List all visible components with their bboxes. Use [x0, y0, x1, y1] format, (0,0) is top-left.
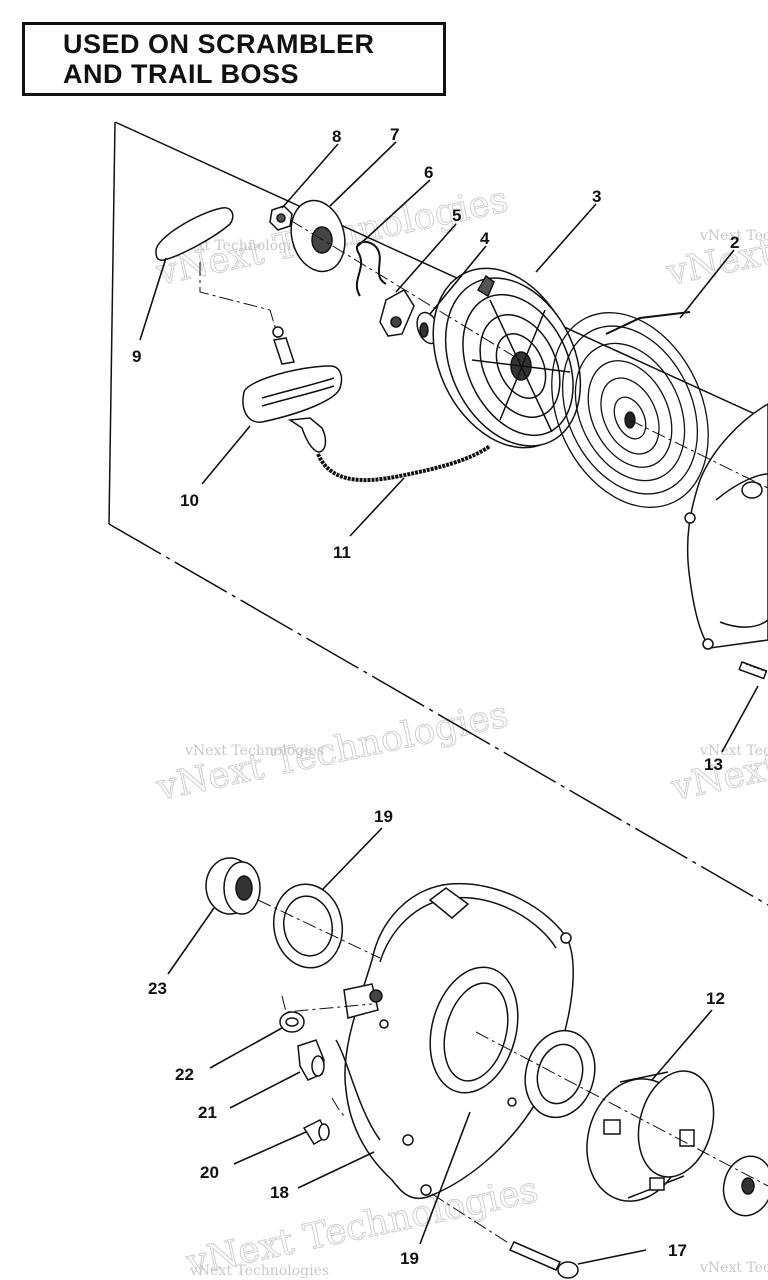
- callout-23: 23: [148, 979, 167, 998]
- callout-19-lower: 19: [400, 1249, 419, 1268]
- oring-part-22: [279, 1011, 305, 1033]
- callout-3: 3: [592, 187, 601, 206]
- pawl-part-5: [379, 288, 415, 337]
- nut-part-8: [269, 205, 293, 231]
- washer-part-edge: [722, 1155, 768, 1217]
- pulley-part-3: [432, 267, 582, 449]
- title-line-2: AND TRAIL BOSS: [63, 59, 300, 89]
- callout-9: 9: [132, 347, 141, 366]
- crankcase-cover-part-18: [335, 882, 574, 1200]
- callout-7: 7: [390, 125, 399, 144]
- callout-5: 5: [452, 206, 461, 225]
- starter-handle-part-10: [242, 326, 343, 453]
- leader-lines: [139, 141, 759, 1265]
- callout-19-upper: 19: [374, 807, 393, 826]
- callout-17: 17: [668, 1241, 687, 1260]
- watermark-small: vNext Technologies: [699, 1260, 768, 1276]
- spring-part-2: [551, 311, 709, 508]
- lower-axis-lines: [257, 899, 768, 1245]
- starter-cup-part-12: [586, 1070, 715, 1202]
- callout-21: 21: [198, 1103, 217, 1122]
- callout-12: 12: [706, 989, 725, 1008]
- callout-2: 2: [730, 233, 739, 252]
- bearing-part-23: [205, 857, 261, 915]
- bolt-part-17: [508, 1241, 579, 1279]
- watermark-small: vNext Technologies: [189, 1263, 329, 1279]
- seal-part-19-upper: [272, 883, 344, 969]
- rope-part-11: [316, 444, 492, 482]
- bolt-part-13: [738, 661, 768, 680]
- dowel-part-20: [302, 1118, 330, 1146]
- panel-frame: [108, 121, 768, 906]
- callout-6: 6: [424, 163, 433, 182]
- callout-10: 10: [180, 491, 199, 510]
- watermark-small: vNext Technologies: [184, 743, 324, 759]
- watermark-small: vNext Technologies: [699, 228, 768, 244]
- seal-part-19-lower: [524, 1029, 596, 1119]
- callout-4: 4: [480, 229, 490, 248]
- handle-insert-part-9: [155, 207, 234, 261]
- plate-part-7: [290, 199, 346, 273]
- assembly-axis-lines: [199, 219, 768, 489]
- callout-22: 22: [175, 1065, 194, 1084]
- callout-20: 20: [200, 1163, 219, 1182]
- callout-18: 18: [270, 1183, 289, 1202]
- plug-part-21: [297, 1039, 325, 1081]
- callout-13: 13: [704, 755, 723, 774]
- recoil-housing-upper: [684, 403, 768, 650]
- callout-8: 8: [332, 127, 341, 146]
- title-box: USED ON SCRAMBLER AND TRAIL BOSS: [22, 22, 446, 96]
- watermark-small: vNext Technologies: [699, 743, 768, 759]
- callout-labels: 2 3 4 5 6 7 8 9 10 11 12 13 17 18 19 19 …: [132, 125, 739, 1268]
- callout-11: 11: [333, 543, 351, 562]
- title-line-1: USED ON SCRAMBLER: [63, 29, 375, 59]
